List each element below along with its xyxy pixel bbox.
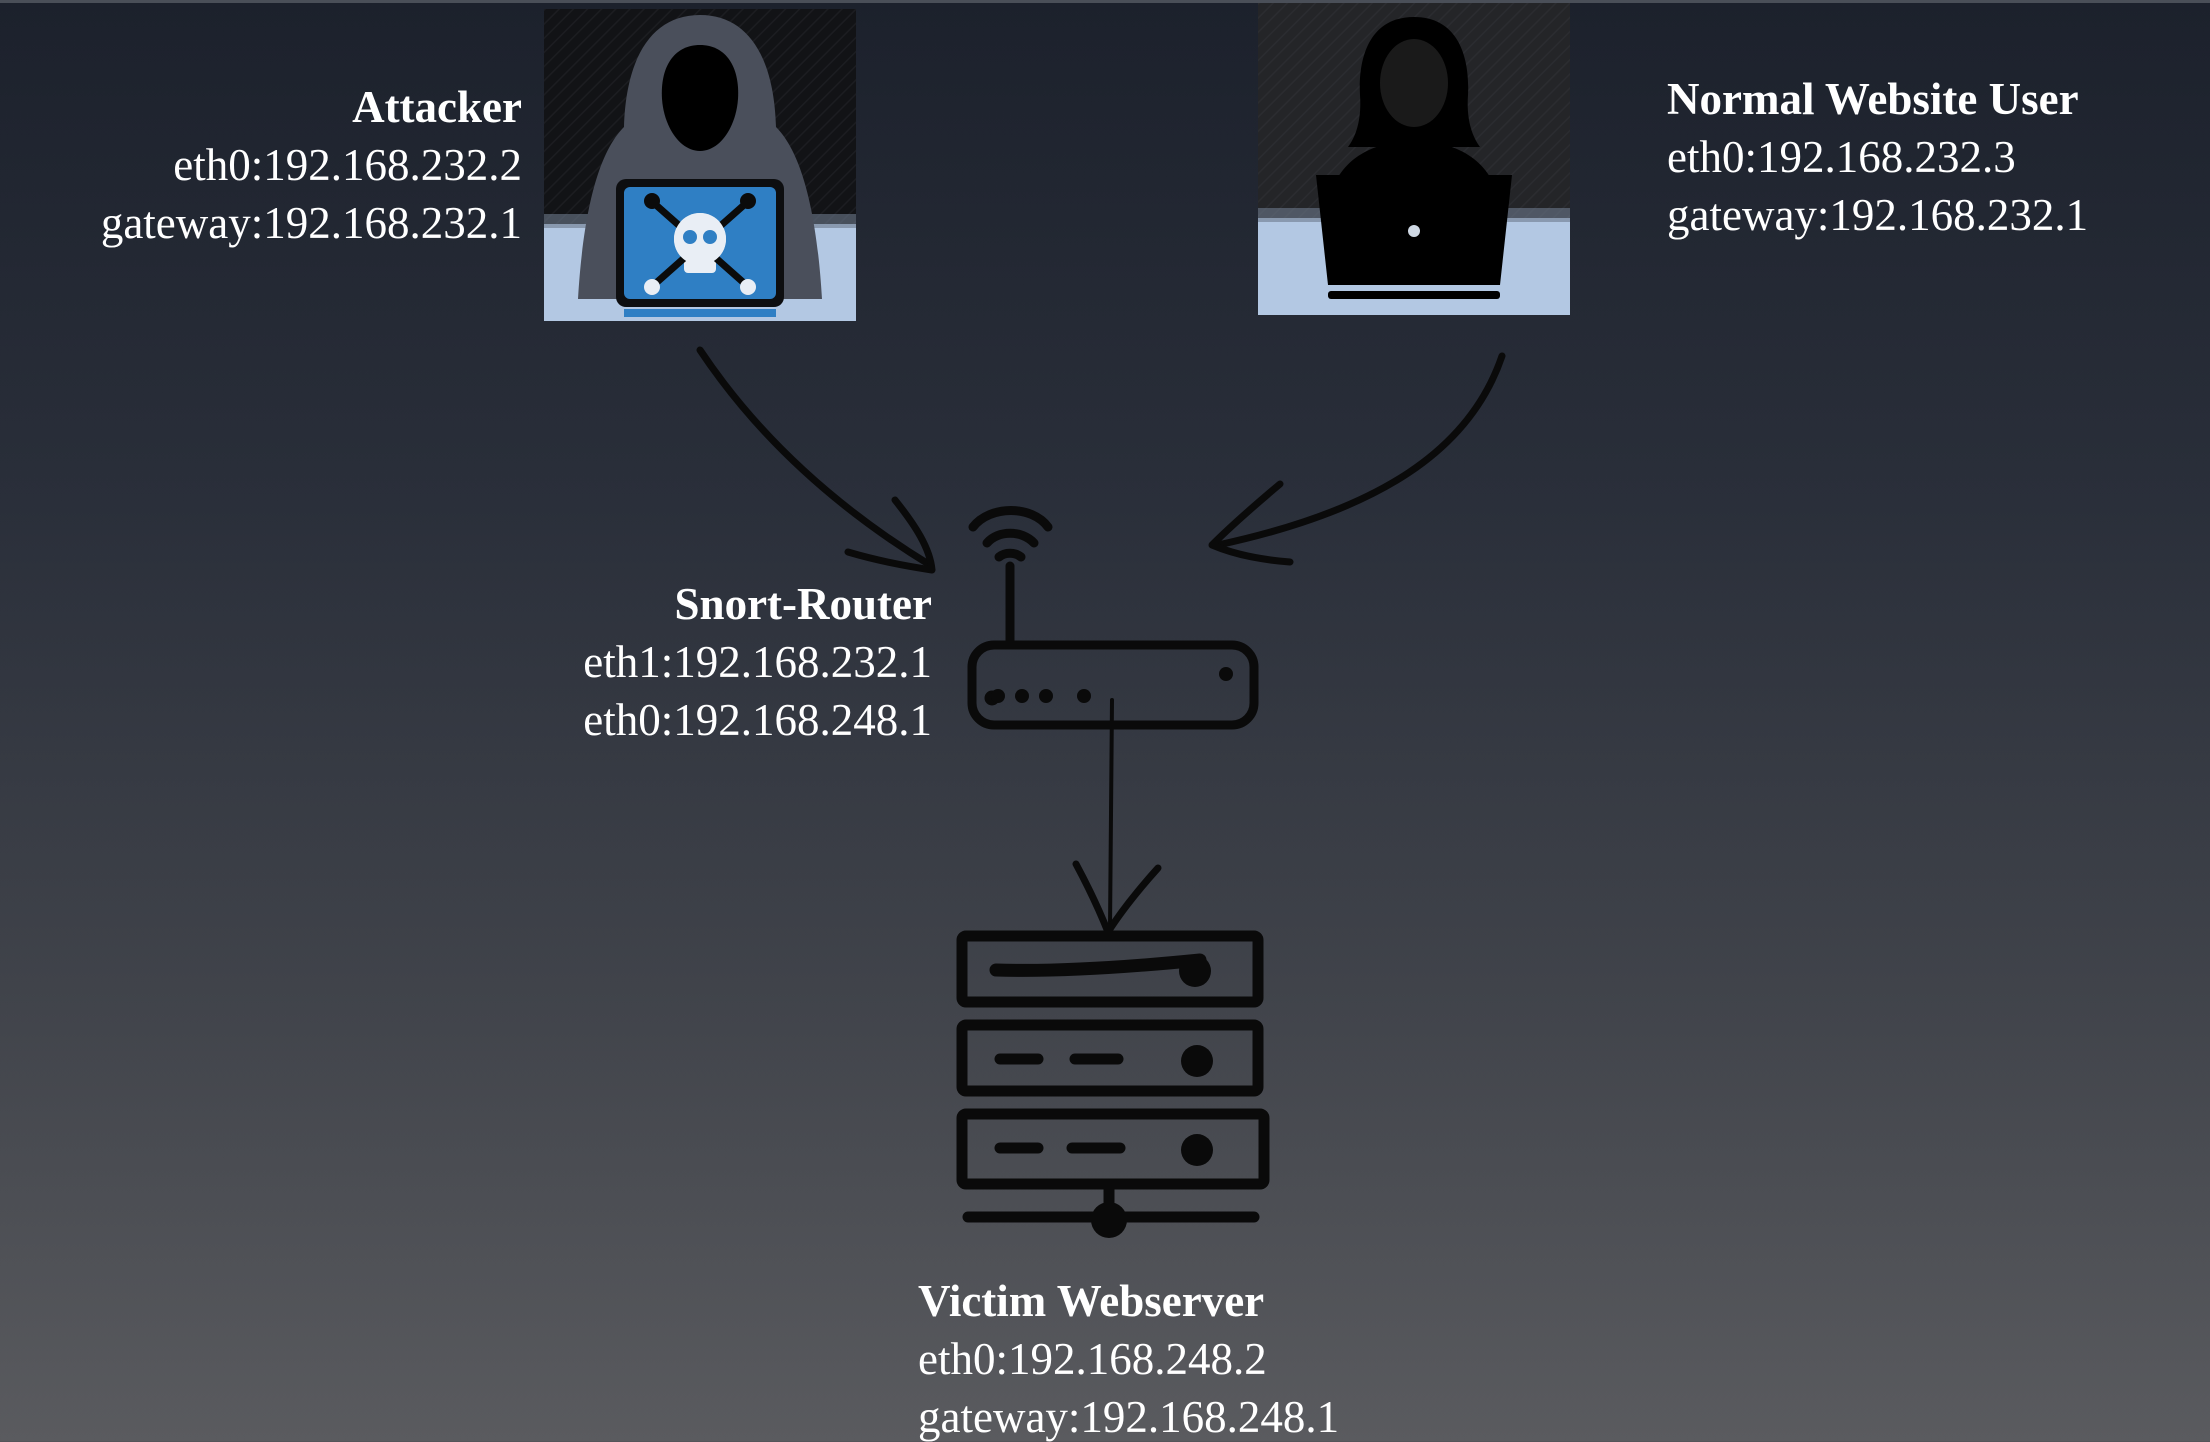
- attacker-title: Attacker: [352, 82, 522, 132]
- attacker-gateway: gateway:192.168.232.1: [100, 198, 522, 248]
- attacker-label: Attacker eth0:192.168.232.2 gateway:192.…: [101, 78, 522, 252]
- webserver-gateway: gateway:192.168.248.1: [918, 1392, 1340, 1442]
- attacker-eth0: eth0:192.168.232.2: [173, 140, 522, 190]
- user-gateway: gateway:192.168.232.1: [1667, 190, 2089, 240]
- user-title: Normal Website User: [1667, 74, 2079, 124]
- webserver-label: Victim Webserver eth0:192.168.248.2 gate…: [918, 1272, 1339, 1442]
- router-title: Snort-Router: [674, 579, 932, 629]
- user-eth0: eth0:192.168.232.3: [1667, 132, 2016, 182]
- router-label: Snort-Router eth1:192.168.232.1 eth0:192…: [583, 575, 932, 749]
- top-border: [0, 0, 2210, 3]
- router-eth0: eth0:192.168.248.1: [583, 695, 932, 745]
- webserver-eth0: eth0:192.168.248.2: [918, 1334, 1267, 1384]
- laptop-user-icon: [1258, 3, 1570, 315]
- user-label: Normal Website User eth0:192.168.232.3 g…: [1667, 70, 2088, 244]
- user-arrow-head: [1208, 480, 1294, 566]
- router-to-server-arrow: [1108, 698, 1114, 930]
- attacker-arrow-head: [844, 496, 936, 574]
- webserver-title: Victim Webserver: [918, 1276, 1265, 1326]
- user-to-router-arrow: [1214, 352, 1506, 549]
- router-eth1: eth1:192.168.232.1: [583, 637, 932, 687]
- attacker-to-router-arrow: [696, 346, 934, 569]
- hooded-hacker-icon: [544, 9, 856, 321]
- server-arrow-head: [1072, 860, 1162, 936]
- server-rack-icon: [956, 930, 1270, 1223]
